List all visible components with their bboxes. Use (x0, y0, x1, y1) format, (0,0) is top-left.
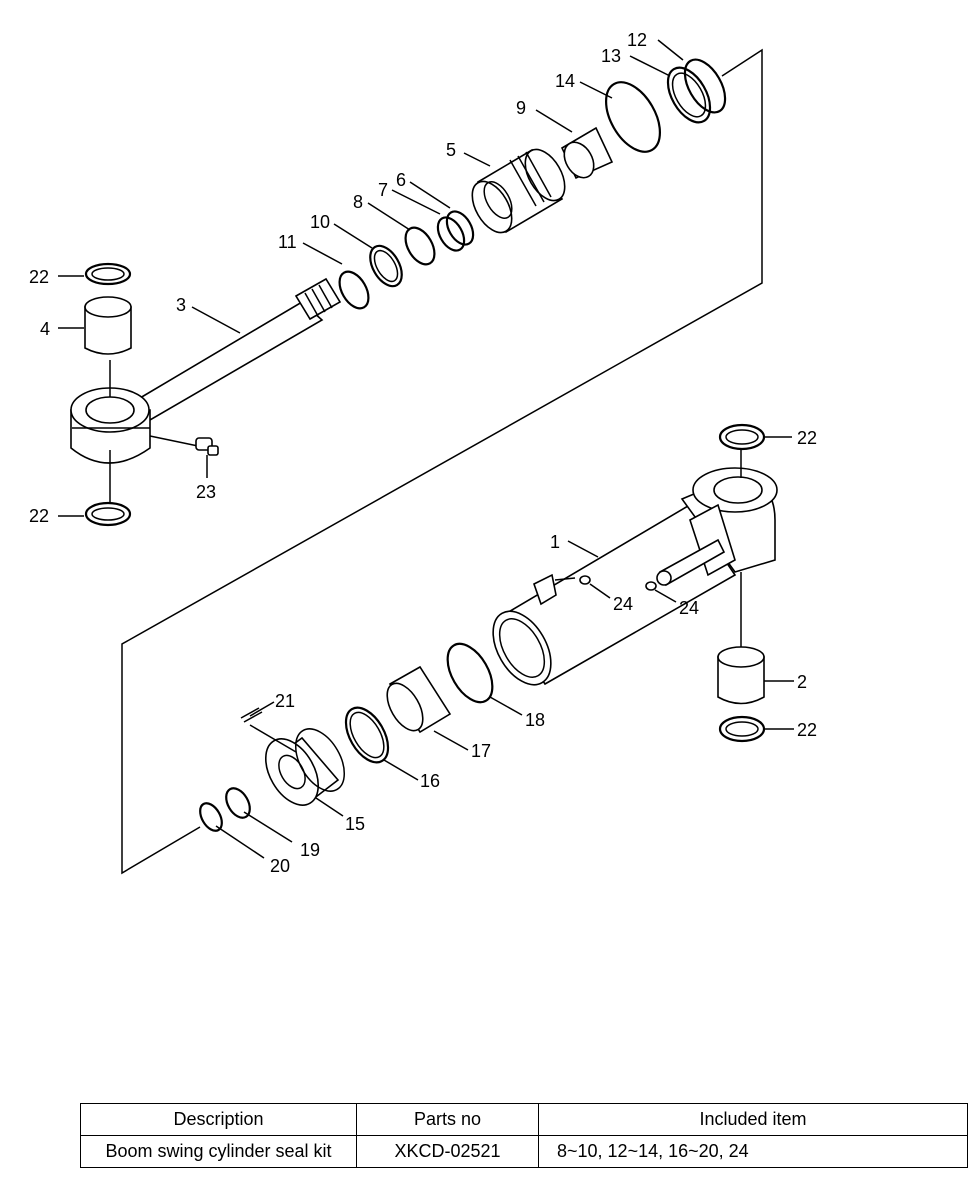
head-side-rings (604, 58, 727, 153)
dust-ring-rod-top (84, 262, 132, 286)
header-included-item: Included item (538, 1103, 968, 1136)
callout-9: 9 (516, 98, 526, 118)
piston-seal-rings (344, 642, 494, 764)
header-description: Description (80, 1103, 357, 1136)
cell-description: Boom swing cylinder seal kit (80, 1135, 357, 1168)
callout-20: 20 (270, 856, 290, 876)
seal-kit-table: Description Parts no Included item Boom … (80, 1103, 968, 1168)
callout-22a: 22 (29, 267, 49, 287)
callout-1: 1 (550, 532, 560, 552)
callout-numbers: 1 2 3 4 5 6 7 8 9 10 11 12 13 14 15 16 1… (29, 30, 817, 876)
callout-10: 10 (310, 212, 330, 232)
cell-included-item: 8~10, 12~14, 16~20, 24 (538, 1135, 968, 1168)
dust-ring-rod-bottom (84, 450, 132, 527)
grease-fitting (149, 435, 219, 478)
callout-8: 8 (353, 192, 363, 212)
callout-13: 13 (601, 46, 621, 66)
callout-16: 16 (420, 771, 440, 791)
callout-5: 5 (446, 140, 456, 160)
assembly-frame (121, 48, 763, 875)
callout-22c: 22 (797, 428, 817, 448)
callout-18: 18 (525, 710, 545, 730)
piston (240, 707, 346, 806)
callout-22d: 22 (797, 720, 817, 740)
rod-seal-rings (338, 210, 475, 310)
callout-24a: 24 (613, 594, 633, 614)
callout-15: 15 (345, 814, 365, 834)
rod-cover-bushing (560, 126, 614, 180)
rod-cover (471, 148, 566, 234)
rod-bushing (84, 296, 132, 355)
leader-lines (58, 39, 794, 859)
callout-17: 17 (471, 741, 491, 761)
callout-19: 19 (300, 840, 320, 860)
callout-2: 2 (797, 672, 807, 692)
piston-small-rings (199, 787, 251, 832)
callout-12: 12 (627, 30, 647, 50)
callout-23: 23 (196, 482, 216, 502)
callout-21: 21 (275, 691, 295, 711)
exploded-parts-diagram: 1 2 3 4 5 6 7 8 9 10 11 12 13 14 15 16 1… (29, 30, 817, 876)
callout-6: 6 (396, 170, 406, 190)
callout-4: 4 (40, 319, 50, 339)
header-parts-no: Parts no (356, 1103, 539, 1136)
cylinder-tube (492, 467, 778, 686)
dust-ring-tube-bottom (718, 715, 766, 743)
cell-parts-no: XKCD-02521 (356, 1135, 539, 1168)
dust-ring-tube-top (718, 423, 766, 451)
piston-rod (70, 277, 342, 464)
callout-24b: 24 (679, 598, 699, 618)
callout-14: 14 (555, 71, 575, 91)
table-row: Boom swing cylinder seal kit XKCD-02521 … (80, 1135, 968, 1168)
callout-3: 3 (176, 295, 186, 315)
callout-22b: 22 (29, 506, 49, 526)
callout-7: 7 (378, 180, 388, 200)
table-header-row: Description Parts no Included item (80, 1103, 968, 1136)
callout-11: 11 (278, 232, 297, 252)
tube-bushing (717, 449, 765, 705)
